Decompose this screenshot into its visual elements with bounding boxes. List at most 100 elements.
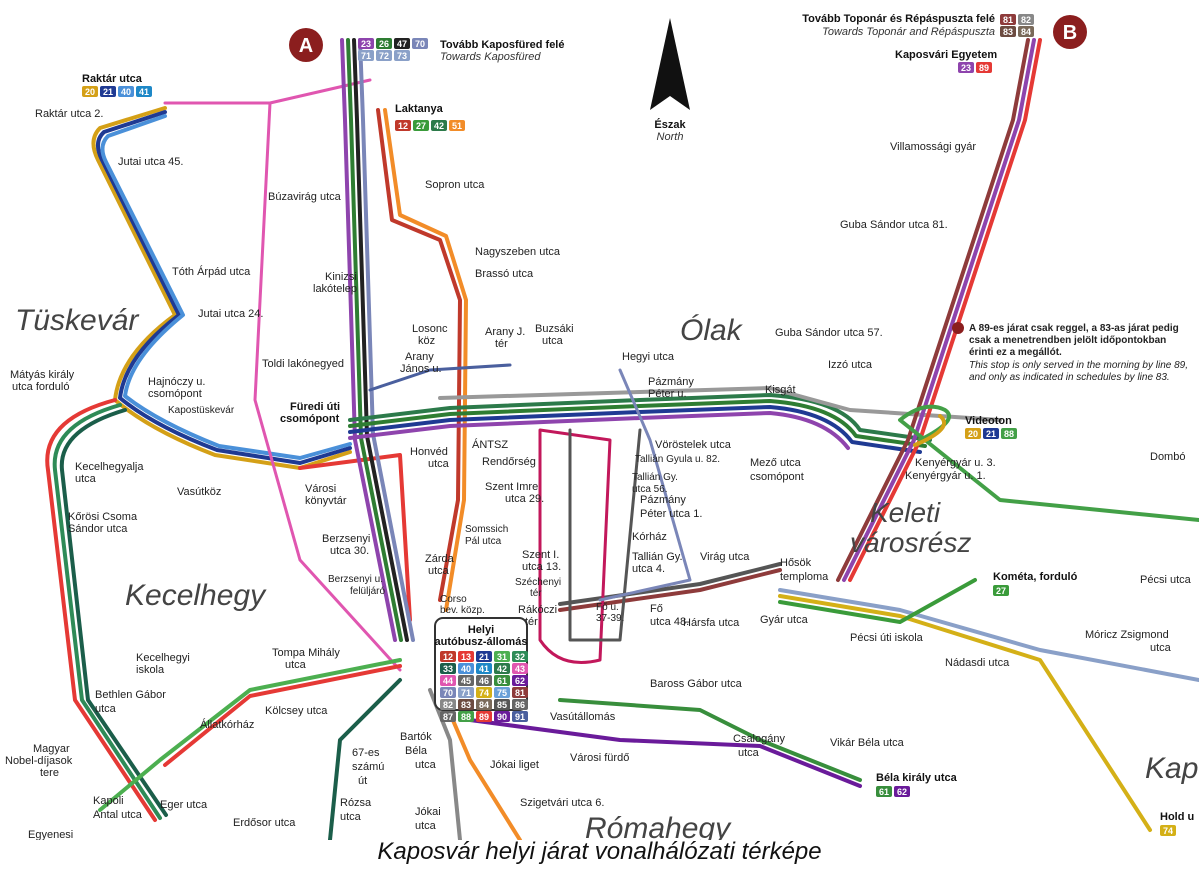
stop-arany-janos2[interactable]: János u. bbox=[400, 363, 442, 375]
stop-rakoczi1[interactable]: Rákóczi bbox=[518, 604, 557, 616]
stop-szechenyi1[interactable]: Széchenyi bbox=[515, 577, 561, 588]
stop-berzsenyi30b[interactable]: utca 30. bbox=[330, 545, 369, 557]
stop-kapoli2[interactable]: Antal utca bbox=[93, 809, 143, 821]
stop-guba57[interactable]: Guba Sándor utca 57. bbox=[775, 327, 883, 339]
stop-jutai45[interactable]: Jutai utca 45. bbox=[118, 156, 183, 168]
stop-jutai24[interactable]: Jutai utca 24. bbox=[198, 308, 263, 320]
stop-szechenyi2[interactable]: tér bbox=[530, 588, 542, 599]
stop-brasso[interactable]: Brassó utca bbox=[475, 268, 534, 280]
stop-magyar1[interactable]: Magyar bbox=[33, 743, 70, 755]
stop-hajnoczy2[interactable]: csomópont bbox=[148, 388, 202, 400]
stop-pazmany1[interactable]: Pázmány bbox=[648, 376, 694, 388]
stop-kinizsi2[interactable]: lakótelep bbox=[313, 283, 357, 295]
stop-tallian56a[interactable]: Tallián Gy. bbox=[632, 472, 678, 483]
stop-hosok1[interactable]: Hősök bbox=[780, 557, 812, 569]
stop-bethlen2[interactable]: utca bbox=[95, 703, 117, 715]
stop-tallian4a[interactable]: Tallián Gy. bbox=[632, 551, 683, 563]
stop-sz67c[interactable]: út bbox=[358, 775, 367, 787]
stop-buzsaki2[interactable]: utca bbox=[542, 335, 564, 347]
stop-kapostuskevar[interactable]: Kapostüskevár bbox=[168, 405, 235, 416]
stop-allatkorhaz[interactable]: Állatkórház bbox=[200, 718, 254, 731]
stop-kenyergyar1[interactable]: Kenyérgyár u. 1. bbox=[905, 470, 986, 482]
stop-sopron[interactable]: Sopron utca bbox=[425, 179, 485, 191]
stop-fo-u48b[interactable]: utca 48. bbox=[650, 616, 689, 628]
stop-rozsa2[interactable]: utca bbox=[340, 811, 362, 823]
stop-vasutallomas[interactable]: Vasútállomás bbox=[550, 711, 616, 723]
stop-bartok2[interactable]: Béla bbox=[405, 745, 428, 757]
stop-corso2[interactable]: bev. közp. bbox=[440, 605, 485, 616]
stop-virag[interactable]: Virág utca bbox=[700, 551, 750, 563]
stop-videoton[interactable]: Videoton bbox=[965, 415, 1012, 427]
stop-buzavirag[interactable]: Búzavirág utca bbox=[268, 191, 342, 203]
stop-kinizsi1[interactable]: Kinizsi bbox=[325, 271, 357, 283]
stop-magyar2[interactable]: Nobel-díjasok bbox=[5, 755, 73, 767]
stop-matyas2[interactable]: utca forduló bbox=[12, 381, 69, 393]
stop-szent-i1[interactable]: Szent I. bbox=[522, 549, 559, 561]
stop-kolcsey[interactable]: Kölcsey utca bbox=[265, 705, 328, 717]
stop-bartok3[interactable]: utca bbox=[415, 759, 437, 771]
stop-jokai-u1[interactable]: Jókai bbox=[415, 806, 441, 818]
stop-erdosor[interactable]: Erdősor utca bbox=[233, 817, 296, 829]
stop-honved1[interactable]: Honvéd bbox=[410, 446, 448, 458]
stop-kecelhegyi2[interactable]: iskola bbox=[136, 664, 165, 676]
stop-moricz1[interactable]: Móricz Zsigmond bbox=[1085, 629, 1169, 641]
stop-matyas1[interactable]: Mátyás király bbox=[10, 369, 75, 381]
stop-raktar-utca[interactable]: Raktár utca bbox=[82, 73, 143, 85]
stop-kapoli1[interactable]: Kapoli bbox=[93, 795, 124, 807]
stop-szent-imre1[interactable]: Szent Imre bbox=[485, 481, 538, 493]
stop-sz67b[interactable]: számú bbox=[352, 761, 384, 773]
stop-tompa1[interactable]: Tompa Mihály bbox=[272, 647, 340, 659]
stop-sz67a[interactable]: 67-es bbox=[352, 747, 380, 759]
stop-pazmany-p1a[interactable]: Pázmány bbox=[640, 494, 686, 506]
stop-kecelhegyi1[interactable]: Kecelhegyi bbox=[136, 652, 190, 664]
stop-hegyi[interactable]: Hegyi utca bbox=[622, 351, 675, 363]
stop-varosi-furdo[interactable]: Városi fürdő bbox=[570, 752, 629, 764]
stop-szigetvari[interactable]: Szigetvári utca 6. bbox=[520, 797, 604, 809]
stop-buzsaki1[interactable]: Buzsáki bbox=[535, 323, 574, 335]
stop-bela-kiraly[interactable]: Béla király utca bbox=[876, 772, 958, 784]
stop-villamossagi[interactable]: Villamossági gyár bbox=[890, 141, 976, 153]
stop-harsfa[interactable]: Hársfa utca bbox=[683, 617, 740, 629]
stop-nadasdi[interactable]: Nádasdi utca bbox=[945, 657, 1010, 669]
stop-kecelhegyalja2[interactable]: utca bbox=[75, 473, 97, 485]
stop-laktanya[interactable]: Laktanya bbox=[395, 103, 444, 115]
stop-somssich2[interactable]: Pál utca bbox=[465, 536, 502, 547]
stop-fo-u2[interactable]: 37-39. bbox=[596, 613, 624, 624]
stop-eger[interactable]: Eger utca bbox=[160, 799, 208, 811]
stop-jokai-liget[interactable]: Jókai liget bbox=[490, 759, 539, 771]
stop-toldi[interactable]: Toldi lakónegyed bbox=[262, 358, 344, 370]
stop-tallian4b[interactable]: utca 4. bbox=[632, 563, 665, 575]
stop-dombo[interactable]: Dombó bbox=[1150, 451, 1185, 463]
stop-pazmany-p1b[interactable]: Péter utca 1. bbox=[640, 508, 702, 520]
stop-tallian56b[interactable]: utca 56. bbox=[632, 484, 668, 495]
stop-hajnoczy1[interactable]: Hajnóczy u. bbox=[148, 376, 205, 388]
stop-jokai-u2[interactable]: utca bbox=[415, 820, 437, 832]
stop-meszo2[interactable]: csomópont bbox=[750, 471, 804, 483]
stop-rozsa1[interactable]: Rózsa bbox=[340, 797, 372, 809]
stop-fo-u1[interactable]: Fő u. bbox=[596, 602, 619, 613]
stop-antsz[interactable]: ÁNTSZ bbox=[472, 438, 508, 451]
stop-fo-u48a[interactable]: Fő bbox=[650, 603, 663, 615]
stop-furedi1[interactable]: Füredi úti bbox=[290, 401, 340, 413]
stop-szent-i2[interactable]: utca 13. bbox=[522, 561, 561, 573]
stop-kenyergyar3[interactable]: Kenyérgyár u. 3. bbox=[915, 457, 996, 469]
stop-csalogany2[interactable]: utca bbox=[738, 747, 760, 759]
stop-pazmany2[interactable]: Péter u. bbox=[648, 388, 687, 400]
stop-meszo1[interactable]: Mező utca bbox=[750, 457, 802, 469]
stop-arany-j-ter2[interactable]: tér bbox=[495, 338, 508, 350]
stop-tallian82[interactable]: Tallián Gyula u. 82. bbox=[635, 454, 720, 465]
stop-raktar-utca2[interactable]: Raktár utca 2. bbox=[35, 108, 103, 120]
stop-magyar3[interactable]: tere bbox=[40, 767, 59, 779]
stop-berzsenyi-f2[interactable]: felüljáró bbox=[350, 586, 385, 597]
stop-korosi2[interactable]: Sándor utca bbox=[68, 523, 128, 535]
stop-berzsenyi-f1[interactable]: Berzsenyi u. bbox=[328, 574, 383, 585]
stop-arany-j-ter1[interactable]: Arany J. bbox=[485, 326, 525, 338]
stop-korosi1[interactable]: Kőrösi Csoma bbox=[68, 511, 138, 523]
stop-vorostelek[interactable]: Vöröstelek utca bbox=[655, 439, 732, 451]
stop-bethlen1[interactable]: Bethlen Gábor bbox=[95, 689, 166, 701]
stop-vikar[interactable]: Vikár Béla utca bbox=[830, 737, 905, 749]
stop-varosi-konyvtar1[interactable]: Városi bbox=[305, 483, 336, 495]
stop-toth-arpad[interactable]: Tóth Árpád utca bbox=[172, 265, 251, 278]
stop-izzo[interactable]: Izzó utca bbox=[828, 359, 873, 371]
